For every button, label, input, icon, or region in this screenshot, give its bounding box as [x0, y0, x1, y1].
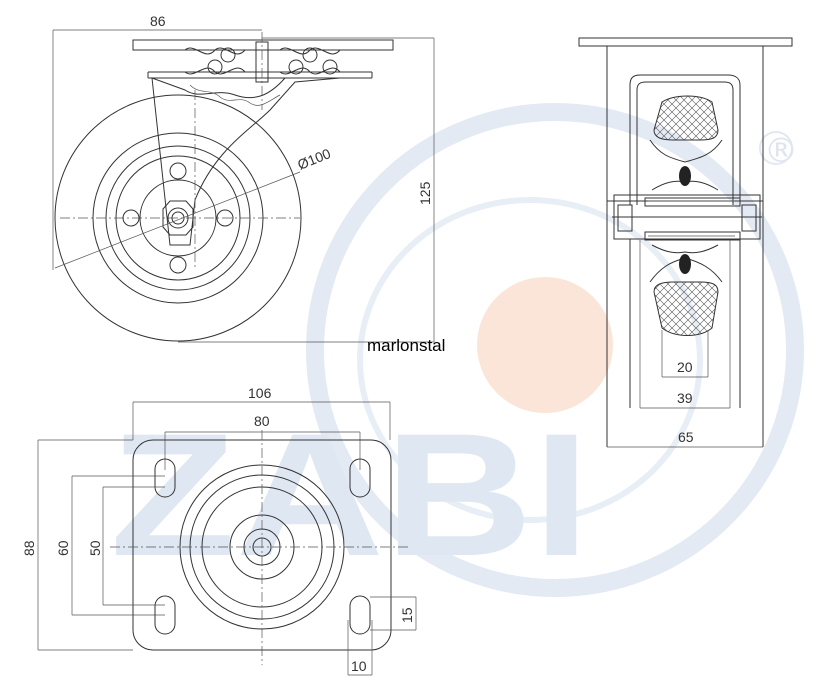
dim-80-label: 80 [254, 413, 270, 429]
mounting-slot [154, 458, 176, 498]
dim-10-label: 10 [351, 658, 367, 674]
dim-88-label: 88 [21, 540, 37, 556]
watermark-letters: ZABI [110, 398, 590, 593]
brand-label: marlonstal [367, 336, 445, 355]
dim-39-label: 39 [677, 390, 693, 406]
dim-20-label: 20 [677, 359, 693, 375]
front-top-plate [578, 37, 793, 47]
dim-15-label: 15 [399, 607, 415, 623]
dim-125-label: 125 [417, 181, 433, 205]
dim-106-label: 106 [248, 385, 272, 401]
dim-diameter-label: Ø100 [295, 145, 333, 173]
axle-nut [162, 200, 194, 236]
dim-65-label: 65 [678, 429, 694, 445]
dim-50-label: 50 [87, 540, 103, 556]
front-view: 20 39 65 [578, 37, 793, 448]
registered-mark: ® [764, 131, 798, 171]
dim-60-label: 60 [55, 540, 71, 556]
watermark-sun [477, 277, 613, 413]
top-plate [132, 39, 394, 51]
tire-cross-section-bottom [653, 281, 719, 336]
wheel-tire [54, 94, 302, 342]
watermark: ZABI ® [110, 103, 804, 597]
mounting-slot [349, 595, 371, 635]
tire-cross-section-top [653, 95, 719, 141]
plate-view: 106 80 88 60 50 [21, 385, 417, 676]
mounting-slot [349, 458, 371, 498]
registered-mark-circle [759, 131, 793, 165]
dim-86-label: 86 [150, 13, 166, 29]
